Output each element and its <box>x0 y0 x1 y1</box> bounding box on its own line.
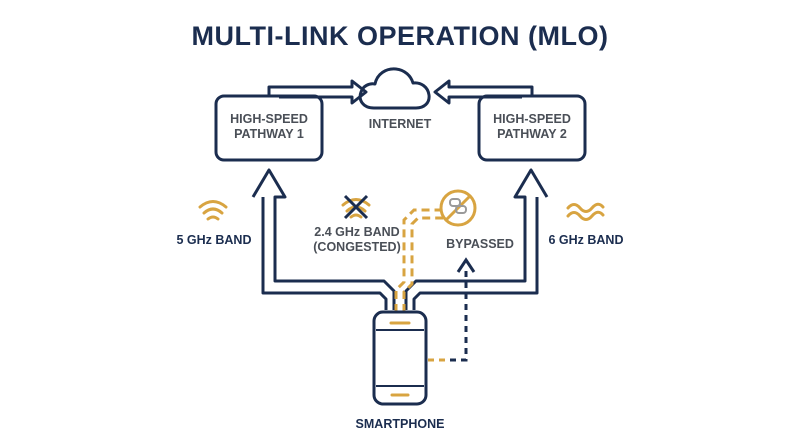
wave-icon <box>566 202 605 221</box>
2.4ghz-band-label-line: (CONGESTED) <box>313 240 401 254</box>
5ghz-link-arrow <box>251 168 396 310</box>
2.4ghz-band-label-line: 2.4 GHz BAND <box>314 225 399 239</box>
pathway-2-label-line: HIGH-SPEED <box>493 112 571 126</box>
pathway-1-label-line: HIGH-SPEED <box>230 112 308 126</box>
wifi-signal-icon <box>198 200 228 221</box>
bypass-return-arrow <box>428 257 476 362</box>
6ghz-link-arrow <box>404 168 549 310</box>
bypassed-label: BYPASSED <box>446 237 514 251</box>
left-pathway-connector <box>267 79 368 105</box>
internet-label: INTERNET <box>369 117 432 131</box>
2.4ghz-link-dashed <box>394 208 446 312</box>
blocked-link-icon <box>439 189 477 227</box>
pathway-1-label-line: PATHWAY 1 <box>234 127 304 141</box>
smartphone-icon <box>372 310 428 406</box>
wifi-crossed-icon <box>341 194 371 220</box>
cloud-icon <box>358 67 431 110</box>
6ghz-band-label: 6 GHz BAND <box>548 233 623 247</box>
5ghz-band-label: 5 GHz BAND <box>176 233 251 247</box>
pathway-2-label-line: PATHWAY 2 <box>497 127 567 141</box>
right-pathway-connector <box>433 79 534 105</box>
diagram-title: MULTI-LINK OPERATION (MLO) <box>192 21 609 51</box>
2.4ghz-band-label: 2.4 GHz BAND(CONGESTED) <box>313 225 401 254</box>
smartphone-label: SMARTPHONE <box>356 417 445 431</box>
